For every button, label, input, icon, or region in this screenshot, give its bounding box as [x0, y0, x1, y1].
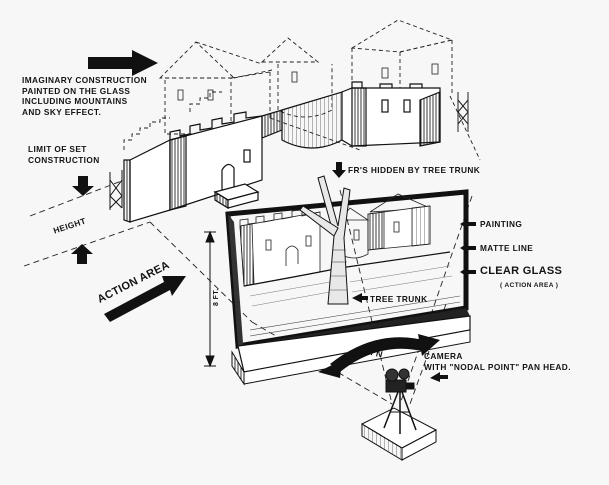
set-construction [123, 81, 441, 223]
camera-label: CAMERA WITH "NODAL POINT" PAN HEAD. [424, 351, 571, 372]
camera-line-1: CAMERA [424, 351, 463, 361]
pointer-arrow-icon [88, 50, 158, 76]
tree-trunk [299, 175, 351, 305]
camera-arrow-icon [430, 372, 448, 382]
castle-windows [177, 63, 439, 101]
limit-line-2: CONSTRUCTION [28, 154, 100, 165]
right-scaffold [457, 92, 469, 132]
camera-line-2: WITH "NODAL POINT" PAN HEAD. [424, 361, 571, 372]
hidden-arrow-icon [332, 162, 346, 178]
tree-trunk-label: TREE TRUNK [370, 294, 428, 304]
imaginary-line-1: IMAGINARY CONSTRUCTION [22, 75, 147, 85]
limit-line-1: LIMIT OF SET [28, 144, 87, 154]
limit-of-set-label: LIMIT OF SET CONSTRUCTION [28, 144, 100, 165]
imaginary-line-4: AND SKY EFFECT. [22, 106, 102, 117]
pan-arrow-icon [318, 334, 440, 378]
clear-glass-label: CLEAR GLASS [480, 265, 563, 277]
action-area-sublabel: ( ACTION AREA ) [500, 282, 559, 289]
limit-down-arrow-icon [72, 176, 94, 196]
glass-painting [239, 193, 453, 307]
matte-line-arrow-icon [460, 243, 476, 253]
imaginary-line-2: PAINTED ON THE GLASS [22, 85, 131, 96]
left-scaffold [109, 170, 123, 210]
height-up-arrow-icon [71, 244, 93, 264]
height-dimension [204, 230, 216, 368]
tree-trunk-arrow-icon [352, 293, 368, 303]
camera-rig [360, 368, 438, 461]
painting-label: PAINTING [480, 219, 523, 229]
hidden-by-tree-label: FR'S HIDDEN BY TREE TRUNK [348, 165, 481, 175]
action-area-arrow-icon [104, 276, 186, 322]
imaginary-line-3: INCLUDING MOUNTAINS [22, 96, 128, 106]
painting-arrow-icon [460, 219, 476, 229]
eight-ft-label: 8 FT. [213, 288, 220, 306]
matte-line-label: MATTE LINE [480, 243, 534, 253]
imaginary-construction-label: IMAGINARY CONSTRUCTION PAINTED ON THE GL… [22, 75, 147, 117]
clear-glass-arrow-icon [460, 267, 476, 277]
